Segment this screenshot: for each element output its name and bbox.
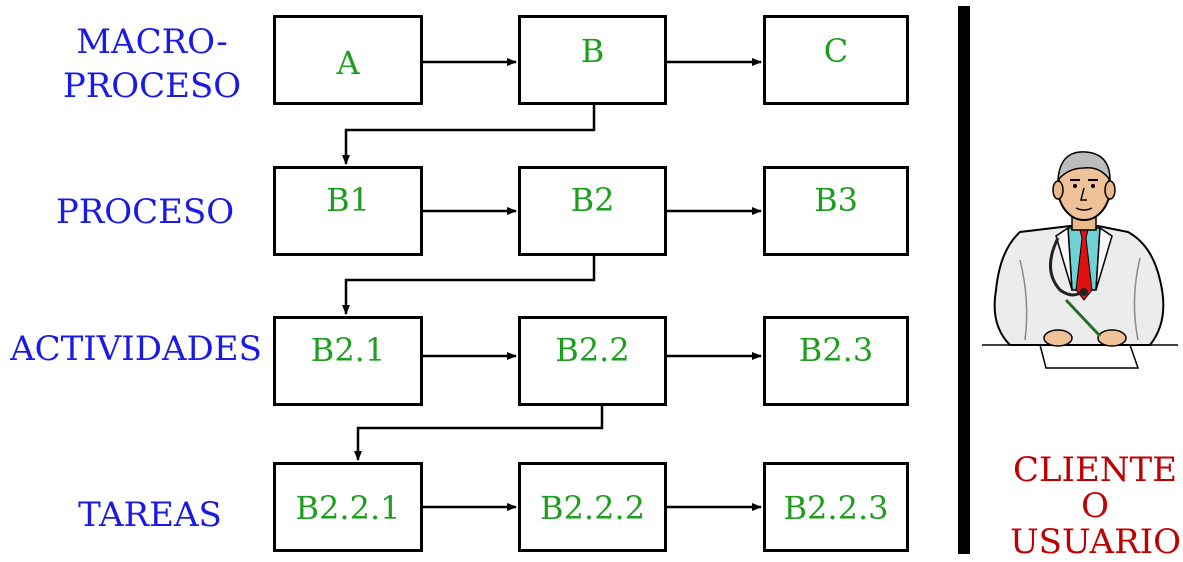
level-label-tareas: TAREAS [50, 493, 250, 537]
process-box-b2-1: B2.1 [273, 316, 423, 406]
process-box-label: A [336, 44, 360, 82]
level-label-line: MACRO- [76, 22, 228, 62]
process-box-c: C [763, 15, 909, 105]
process-box-label: C [823, 32, 849, 70]
drilldown-arrow [342, 105, 596, 165]
process-box-label: B [580, 32, 605, 70]
process-box-a: A [273, 15, 423, 105]
process-box-b2-2: B2.2 [518, 316, 667, 406]
process-box-label: B2.3 [798, 331, 874, 369]
process-box-b1: B1 [273, 166, 423, 256]
process-box-b2-2-2: B2.2.2 [518, 462, 667, 552]
process-box-label: B3 [814, 181, 858, 219]
level-label-proceso: PROCESO [40, 190, 250, 234]
client-label-line: USUARIO [1010, 522, 1182, 562]
level-label-actividades: ACTIVIDADES [4, 327, 268, 371]
process-box-b2-2-3: B2.2.3 [763, 462, 909, 552]
process-box-b2-2-1: B2.2.1 [273, 462, 423, 552]
process-box-label: B2.1 [310, 331, 386, 369]
client-label-line: O [1081, 486, 1109, 526]
process-box-label: B1 [326, 181, 370, 219]
process-box-label: B2.2.1 [295, 489, 401, 527]
drilldown-arrow [354, 406, 604, 461]
client-label-line: CLIENTE [1012, 450, 1178, 490]
process-box-b2: B2 [518, 166, 667, 256]
process-box-b2-3: B2.3 [763, 316, 909, 406]
process-box-label: B2.2.3 [783, 489, 889, 527]
level-label-line: PROCESO [62, 66, 242, 106]
process-box-b: B [518, 15, 667, 105]
process-box-label: B2 [570, 181, 615, 219]
level-label-line: TAREAS [78, 495, 222, 535]
level-label-macroproceso: MACRO- PROCESO [52, 20, 252, 108]
doctor-icon [982, 151, 1178, 369]
client-label: CLIENTE O USUARIO [1010, 450, 1182, 562]
process-box-label: B2.2.2 [540, 489, 645, 527]
vertical-divider [958, 6, 970, 554]
level-label-line: ACTIVIDADES [10, 329, 262, 369]
process-box-label: B2.2 [555, 331, 630, 369]
process-box-b3: B3 [763, 166, 909, 256]
level-label-line: PROCESO [55, 192, 235, 232]
drilldown-arrow [342, 256, 596, 315]
